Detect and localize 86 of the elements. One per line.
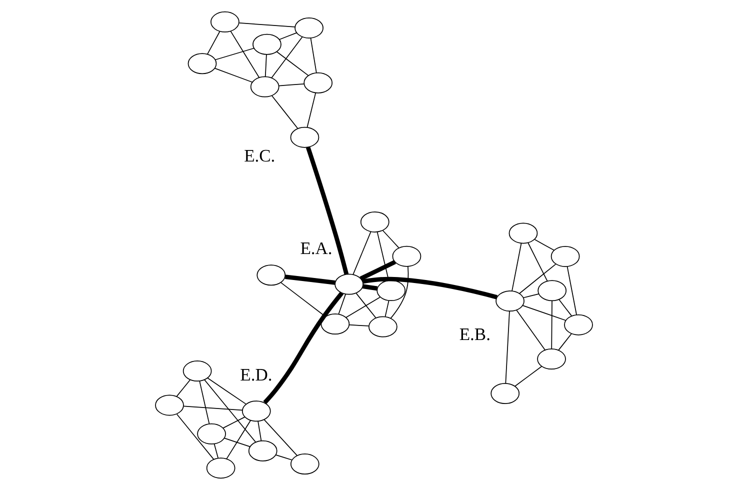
- connector: [512, 242, 522, 292]
- connector: [275, 454, 292, 460]
- connector: [360, 260, 396, 281]
- node-circle: [334, 274, 364, 295]
- connector: [346, 296, 380, 318]
- connector: [258, 420, 262, 442]
- node-circle: [368, 316, 398, 338]
- connector: [214, 48, 254, 60]
- node-circle: [242, 400, 271, 422]
- connector: [224, 438, 251, 448]
- node-circle: [496, 290, 524, 312]
- connector: [382, 230, 400, 248]
- connector: [306, 146, 349, 275]
- node-circle: [320, 314, 350, 334]
- connector: [356, 292, 376, 318]
- node-circle: [508, 222, 538, 244]
- connector: [207, 378, 246, 404]
- connector: [226, 420, 252, 460]
- connector: [230, 30, 260, 78]
- connector: [278, 84, 304, 86]
- connector: [310, 38, 317, 74]
- node-circle: [564, 314, 593, 336]
- connector: [214, 444, 219, 458]
- connector: [514, 366, 542, 387]
- node-circle: [538, 280, 567, 302]
- node-circle: [304, 72, 333, 94]
- connector: [362, 284, 378, 291]
- connector: [271, 95, 298, 129]
- connector: [534, 239, 555, 251]
- connector: [183, 406, 243, 411]
- node-label: E.A.: [300, 238, 332, 258]
- node-label: E.D.: [240, 364, 272, 385]
- connector: [516, 310, 546, 350]
- connector: [551, 300, 552, 350]
- node-circle: [155, 394, 184, 416]
- connector: [384, 300, 390, 317]
- connector: [204, 380, 256, 442]
- node-circle: [290, 126, 320, 148]
- connector: [238, 22, 296, 28]
- connector: [222, 416, 246, 428]
- connector: [558, 298, 572, 316]
- node-circle: [360, 211, 390, 232]
- connector: [522, 293, 540, 298]
- connector: [199, 380, 210, 424]
- connector: [264, 54, 267, 77]
- connector: [263, 292, 344, 404]
- node-circle: [290, 454, 320, 475]
- connector: [566, 266, 577, 316]
- connector: [352, 231, 372, 275]
- connector: [362, 276, 498, 300]
- node-circle: [206, 458, 236, 479]
- connector: [528, 242, 548, 282]
- node-circle: [490, 383, 520, 404]
- node-circle: [248, 440, 278, 462]
- node-circle: [550, 246, 580, 267]
- node-circle: [256, 264, 286, 286]
- connector: [280, 282, 326, 317]
- connector: [522, 305, 566, 321]
- connector: [390, 266, 409, 319]
- connector: [518, 264, 556, 294]
- connector: [276, 51, 309, 76]
- connector: [338, 294, 346, 315]
- node-circle: [197, 423, 226, 444]
- connector: [207, 31, 220, 54]
- connector: [348, 324, 370, 326]
- connector: [558, 333, 572, 350]
- connector: [279, 32, 298, 40]
- node-circle: [294, 17, 324, 38]
- connector: [306, 92, 316, 128]
- node-circle: [376, 280, 406, 302]
- node-label: E.B.: [459, 324, 490, 344]
- node-circle: [188, 53, 217, 74]
- node-label: E.C.: [244, 145, 276, 166]
- node-circle: [392, 246, 422, 267]
- node-circle: [182, 360, 212, 382]
- node-circle: [537, 348, 566, 370]
- node-circle: [210, 11, 240, 32]
- node-circle: [250, 76, 280, 98]
- connector: [264, 419, 298, 456]
- connector: [505, 310, 510, 384]
- connector: [284, 274, 336, 285]
- connector: [176, 414, 214, 460]
- connector: [214, 68, 253, 83]
- node-circle: [252, 34, 282, 55]
- connector: [176, 380, 190, 397]
- connector: [271, 36, 303, 78]
